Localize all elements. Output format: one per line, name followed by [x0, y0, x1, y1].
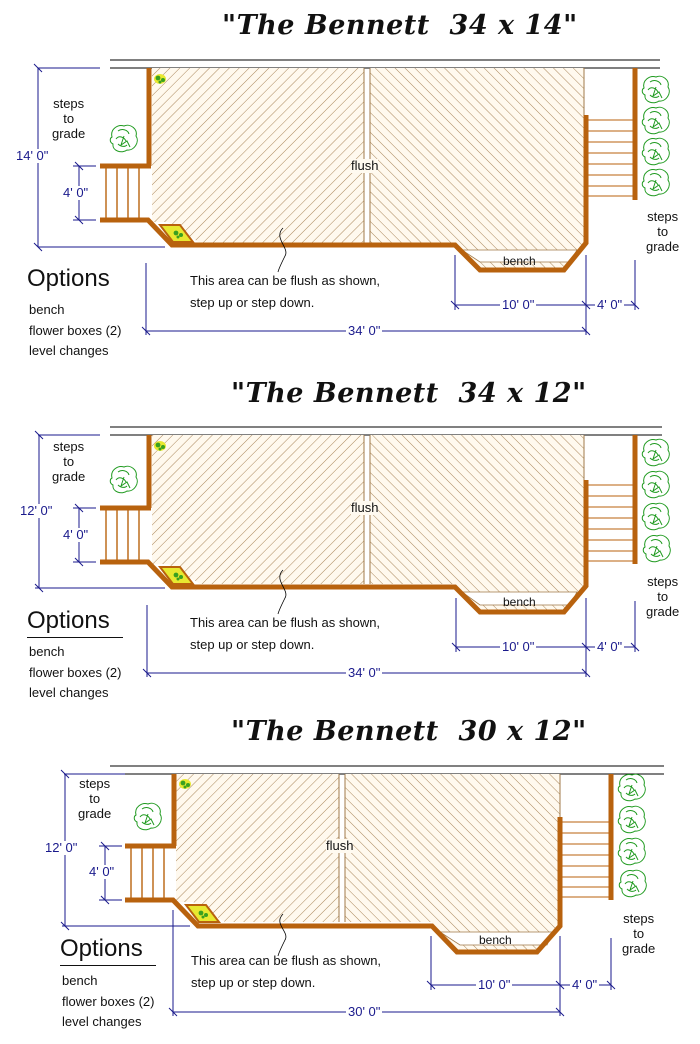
dim-overall-length: 34' 0": [346, 665, 383, 680]
dim-overall-length: 30' 0": [346, 1004, 383, 1019]
dim-right-steps-depth: 4' 0": [595, 297, 625, 312]
shrub-icon: [109, 124, 138, 153]
options-heading: Options: [27, 265, 110, 292]
shrub-icon: [617, 837, 646, 866]
shrub-icon: [133, 802, 162, 831]
plan-title: "The Bennett 30 x 12": [231, 716, 587, 747]
dim-overall-depth: 12' 0": [18, 503, 55, 518]
shrub-icon: [641, 502, 670, 531]
flush-label: flush: [351, 158, 379, 173]
option-item: flower boxes (2): [62, 993, 155, 1009]
flush-note: This area can be flush as shown,step up …: [190, 273, 381, 310]
deck-drawing: [33, 59, 670, 336]
flush-label: flush: [326, 838, 354, 853]
dim-overall-depth: 12' 0": [43, 840, 80, 855]
dim-left-steps-width: 4' 0": [61, 185, 91, 200]
dim-right-steps-depth: 4' 0": [595, 639, 625, 654]
bench-label: bench: [503, 595, 536, 609]
dim-bench-width: 10' 0": [500, 639, 537, 654]
options-heading: Options: [60, 936, 156, 966]
shrub-icon: [641, 137, 670, 166]
options-list: bench flower boxes (2) level changes: [62, 971, 154, 1033]
shrub-icon: [641, 168, 670, 197]
flower-box-bottom-icon: [197, 909, 209, 919]
options-heading: Options: [27, 608, 123, 638]
shrub-icon: [641, 470, 670, 499]
option-item: level changes: [29, 343, 109, 358]
dim-left-steps-width: 4' 0": [87, 864, 117, 879]
option-item: bench: [62, 973, 98, 988]
shrub-icon: [641, 106, 670, 135]
flower-box-bottom-icon: [172, 229, 184, 239]
option-item: bench: [29, 644, 65, 659]
option-item: level changes: [62, 1014, 142, 1029]
shrub-icon: [109, 465, 138, 494]
dim-bench-width: 10' 0": [476, 977, 513, 992]
flower-box-bottom-icon: [172, 571, 184, 581]
dim-overall-length: 34' 0": [346, 323, 383, 338]
option-item: flower boxes (2): [29, 664, 122, 680]
dim-overall-depth: 14' 0": [14, 148, 51, 163]
bench-label: bench: [479, 933, 512, 947]
option-item: level changes: [29, 685, 109, 700]
options-list: bench flower boxes (2) level changes: [29, 300, 121, 362]
options-list: bench flower boxes (2) level changes: [29, 642, 121, 704]
dim-right-steps-depth: 4' 0": [570, 977, 600, 992]
shrub-icon: [641, 438, 670, 467]
bench-label: bench: [503, 254, 536, 268]
flower-box-top-icon: [154, 441, 166, 451]
option-item: flower boxes (2): [29, 322, 122, 338]
deck-drawing: [60, 765, 664, 1017]
flower-box-top-icon: [154, 74, 166, 84]
shrub-icon: [617, 773, 646, 802]
shrub-icon: [641, 75, 670, 104]
plan-title: "The Bennett 34 x 14": [222, 10, 578, 41]
plan-title: "The Bennett 34 x 12": [231, 378, 587, 409]
flower-box-top-icon: [179, 779, 191, 789]
dim-left-steps-width: 4' 0": [61, 527, 91, 542]
shrub-icon: [618, 869, 647, 898]
dim-bench-width: 10' 0": [500, 297, 537, 312]
shrub-icon: [642, 534, 671, 563]
shrub-icon: [617, 805, 646, 834]
flush-label: flush: [351, 500, 379, 515]
flush-note: This area can be flush as shown,step up …: [191, 953, 382, 990]
flush-note: This area can be flush as shown,step up …: [190, 615, 381, 652]
option-item: bench: [29, 302, 65, 317]
